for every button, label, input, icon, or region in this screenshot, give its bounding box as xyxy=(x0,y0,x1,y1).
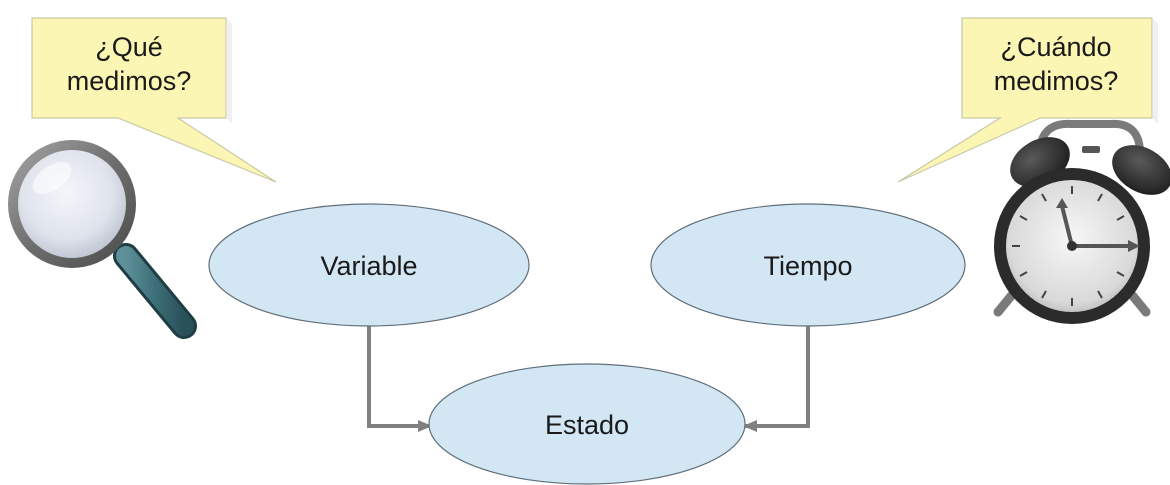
callout-right-line1: ¿Cuándo xyxy=(1000,32,1111,62)
magnifying-glass-icon xyxy=(8,140,197,339)
alarm-clock-icon xyxy=(993,119,1170,324)
callout-cuando-medimos: ¿Cuándo medimos? xyxy=(897,17,1158,183)
node-tiempo: Tiempo xyxy=(650,203,966,327)
callout-que-medimos: ¿Qué medimos? xyxy=(31,17,277,183)
callout-left-line1: ¿Qué xyxy=(95,32,163,62)
node-estado: Estado xyxy=(428,363,746,485)
node-estado-label: Estado xyxy=(545,410,629,440)
node-variable: Variable xyxy=(208,203,530,327)
node-tiempo-label: Tiempo xyxy=(763,251,852,281)
edges xyxy=(367,325,810,432)
callout-right-line2: medimos? xyxy=(994,66,1119,96)
arrow-tiempo-to-estado xyxy=(743,325,810,432)
callout-left-line2: medimos? xyxy=(67,66,192,96)
node-variable-label: Variable xyxy=(320,251,417,281)
arrow-variable-to-estado xyxy=(367,325,432,432)
